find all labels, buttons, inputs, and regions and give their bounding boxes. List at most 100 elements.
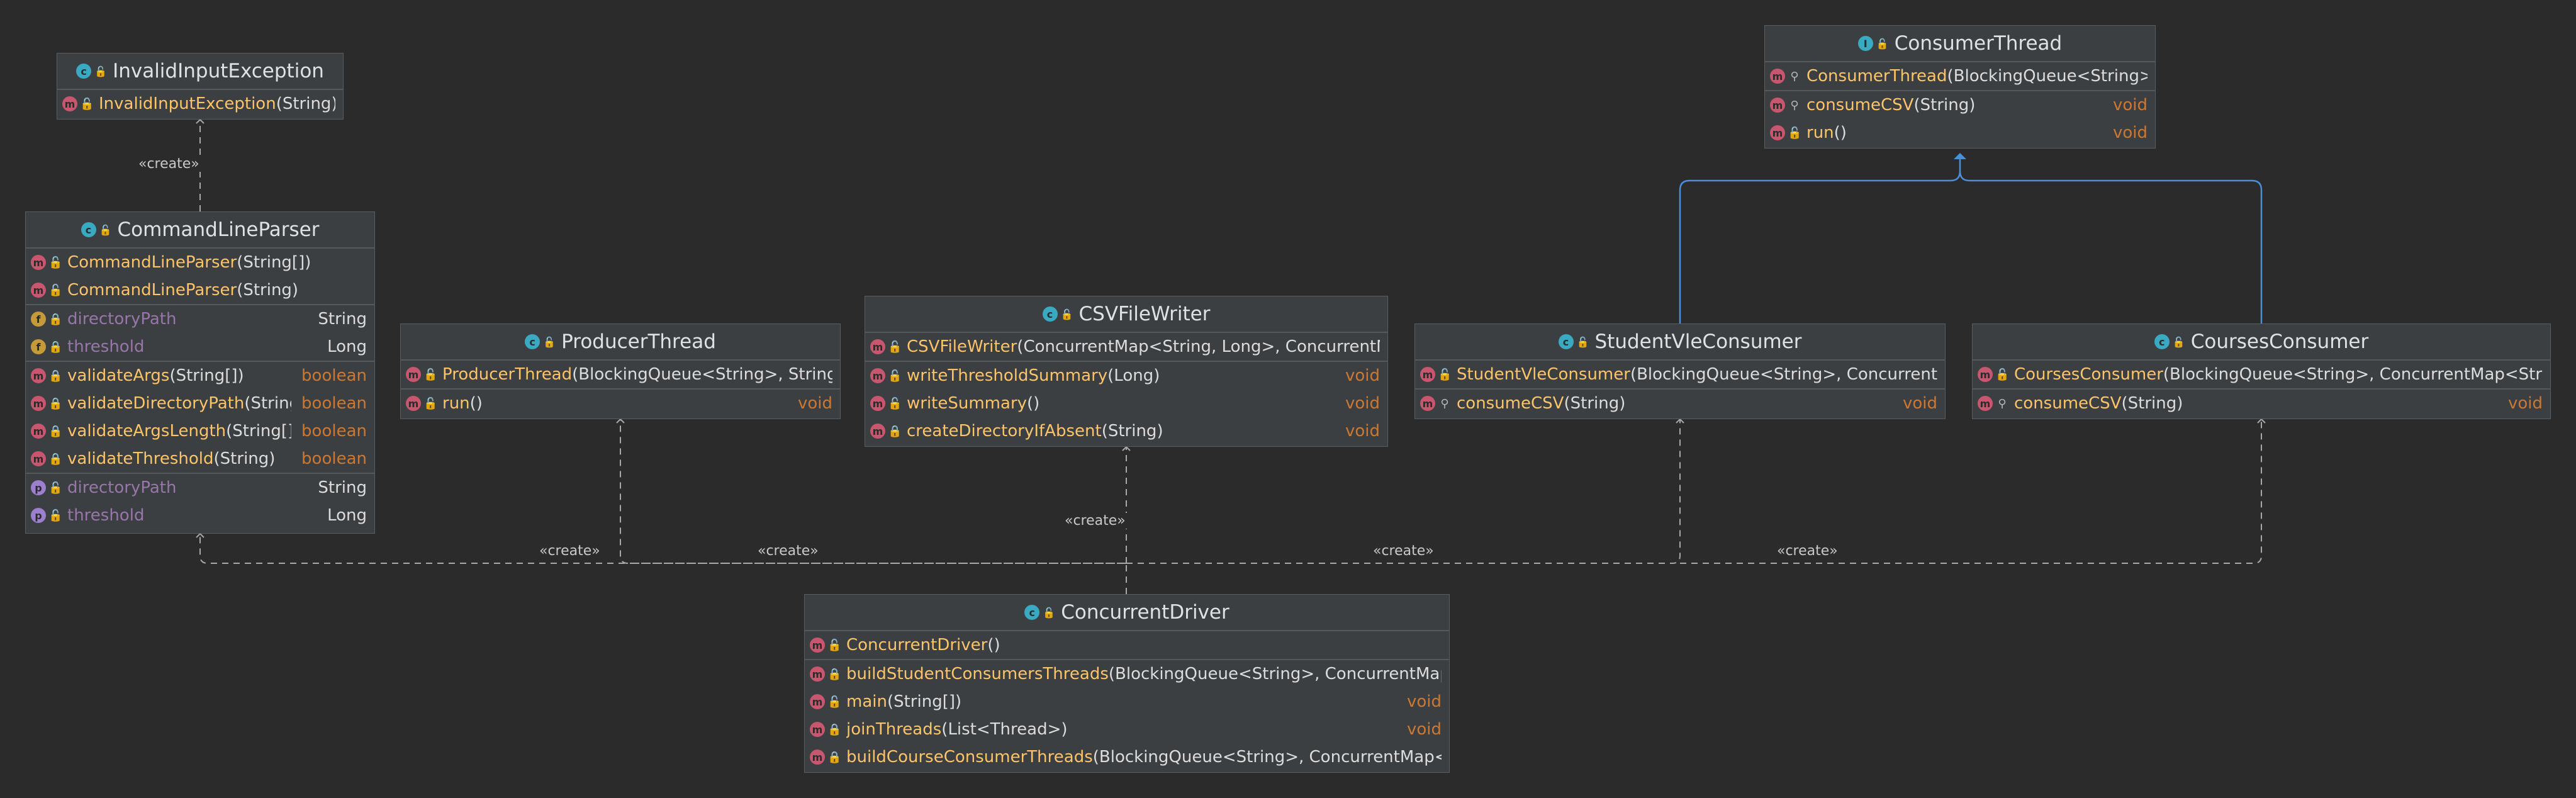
member-signature: threshold (67, 337, 317, 356)
member-name: consumeCSV (2014, 394, 2122, 413)
member-type: void (1345, 422, 1380, 441)
method-icon: m (870, 396, 885, 411)
public-visibility-icon: 🔓 (48, 481, 63, 495)
member-name: main (846, 692, 887, 711)
abstract-method-icon: m (1770, 98, 1785, 113)
method-row[interactable]: m🔒createDirectoryIfAbsent(String)void (865, 417, 1387, 445)
member-signature: joinThreads(List<Thread>) (846, 720, 1397, 739)
package-visibility-icon: ⚲ (1998, 396, 2007, 410)
field-icon: f (31, 339, 46, 354)
method-row[interactable]: m🔓ConcurrentDriver() (805, 631, 1449, 659)
public-visibility-icon: 🔓 (1576, 335, 1589, 348)
member-params: (String) (276, 94, 335, 113)
method-row[interactable]: m🔒buildStudentConsumersThreads(BlockingQ… (805, 660, 1449, 688)
class-icon: c (1042, 306, 1058, 322)
class-header[interactable]: I🔓ConsumerThread (1765, 26, 2155, 61)
member-type: void (2112, 96, 2148, 115)
member-name: InvalidInputException (99, 94, 276, 113)
member-icons: m🔓 (31, 255, 67, 270)
member-signature: ConsumerThread(BlockingQueue<String>) (1806, 67, 2148, 86)
member-icons: m🔓 (406, 367, 442, 382)
member-icons: m⚲ (1770, 69, 1806, 84)
public-visibility-icon: 🔓 (1438, 368, 1452, 381)
method-row[interactable]: m🔓run()void (401, 390, 840, 417)
method-row[interactable]: m🔓CoursesConsumer(BlockingQueue<String>,… (1973, 361, 2550, 388)
class-header[interactable]: c🔓CoursesConsumer (1973, 324, 2550, 359)
method-icon: m (406, 396, 421, 411)
member-name: ConcurrentDriver (846, 636, 988, 655)
static-method-icon: m (810, 750, 825, 765)
member-icons: m🔓 (1978, 367, 2014, 382)
member-section: m🔓CSVFileWriter(ConcurrentMap<String, Lo… (865, 332, 1387, 361)
method-icon: m (1978, 396, 1993, 411)
member-type: void (2112, 123, 2148, 142)
member-signature: ConcurrentDriver() (846, 636, 1442, 655)
method-row[interactable]: m🔓ProducerThread(BlockingQueue<String>, … (401, 361, 840, 388)
method-row[interactable]: m🔓CSVFileWriter(ConcurrentMap<String, Lo… (865, 333, 1387, 361)
method-row[interactable]: m🔓main(String[])void (805, 688, 1449, 716)
method-row[interactable]: m🔓StudentVleConsumer(BlockingQueue<Strin… (1415, 361, 1945, 388)
member-section: m⚲consumeCSV(String)void (1415, 388, 1945, 417)
package-visibility-icon: ⚲ (1790, 69, 1799, 83)
method-row[interactable]: m⚲consumeCSV(String)void (1973, 390, 2550, 417)
method-row[interactable]: m🔓CommandLineParser(String) (26, 276, 374, 304)
class-header[interactable]: c🔓 StudentVleConsumer (1415, 324, 1945, 359)
member-params: (String[]) (887, 692, 962, 711)
method-row[interactable]: m🔒validateArgs(String[])boolean (26, 362, 374, 390)
public-visibility-icon: 🔓 (48, 256, 63, 269)
class-header[interactable]: c🔓ConcurrentDriver (805, 595, 1449, 630)
class-header[interactable]: c🔓CommandLineParser (26, 212, 374, 247)
member-params: (ConcurrentMap<String, Long>, Concurrent… (1017, 337, 1380, 356)
method-row[interactable]: m🔒validateDirectoryPath(String)boolean (26, 390, 374, 417)
method-row[interactable]: m🔓writeSummary()void (865, 390, 1387, 417)
class-icon: c (1558, 334, 1574, 349)
method-row[interactable]: m🔓InvalidInputException(String) (57, 90, 343, 118)
member-section: m🔓InvalidInputException(String) (57, 89, 343, 118)
member-signature: consumeCSV(String) (1806, 96, 2103, 115)
public-visibility-icon: 🔓 (1788, 126, 1802, 140)
member-section: m🔓ConcurrentDriver() (805, 630, 1449, 659)
method-row[interactable]: m⚲ConsumerThread(BlockingQueue<String>) (1765, 62, 2155, 90)
class-header[interactable]: c🔓CSVFileWriter (865, 296, 1387, 332)
method-row[interactable]: m🔓CommandLineParser(String[]) (26, 249, 374, 276)
member-name: validateDirectoryPath (67, 394, 245, 413)
member-type: void (1406, 720, 1442, 739)
public-visibility-icon: 🔓 (94, 65, 108, 77)
class-header[interactable]: c🔓ProducerThread (401, 324, 840, 359)
method-icon: m (1978, 367, 1993, 382)
class-name: StudentVleConsumer (1594, 330, 1802, 353)
member-signature: threshold (67, 506, 317, 525)
method-row[interactable]: m🔓run()void (1765, 119, 2155, 147)
dependency-driver-producer (616, 418, 1126, 564)
member-name: validateThreshold (67, 449, 214, 468)
dependency-driver-parser (196, 532, 1127, 594)
method-row[interactable]: m🔒validateArgsLength(String[])boolean (26, 417, 374, 445)
private-visibility-icon: 🔒 (48, 340, 63, 354)
method-row[interactable]: m⚲consumeCSV(String)void (1765, 91, 2155, 119)
member-name: validateArgs (67, 366, 170, 385)
method-row[interactable]: m🔒joinThreads(List<Thread>)void (805, 716, 1449, 743)
create-label-driver-producer: «create» (756, 543, 820, 559)
class-icon: c (2154, 334, 2170, 349)
method-row[interactable]: m🔒buildCourseConsumerThreads(BlockingQue… (805, 743, 1449, 771)
class-header[interactable]: c🔓InvalidInputException (57, 53, 343, 89)
public-visibility-icon: 🔓 (1060, 308, 1073, 320)
method-row[interactable]: m🔓writeThresholdSummary(Long)void (865, 362, 1387, 390)
method-row[interactable]: m🔒validateThreshold(String)boolean (26, 445, 374, 473)
method-row[interactable]: m⚲consumeCSV(String)void (1415, 390, 1945, 417)
